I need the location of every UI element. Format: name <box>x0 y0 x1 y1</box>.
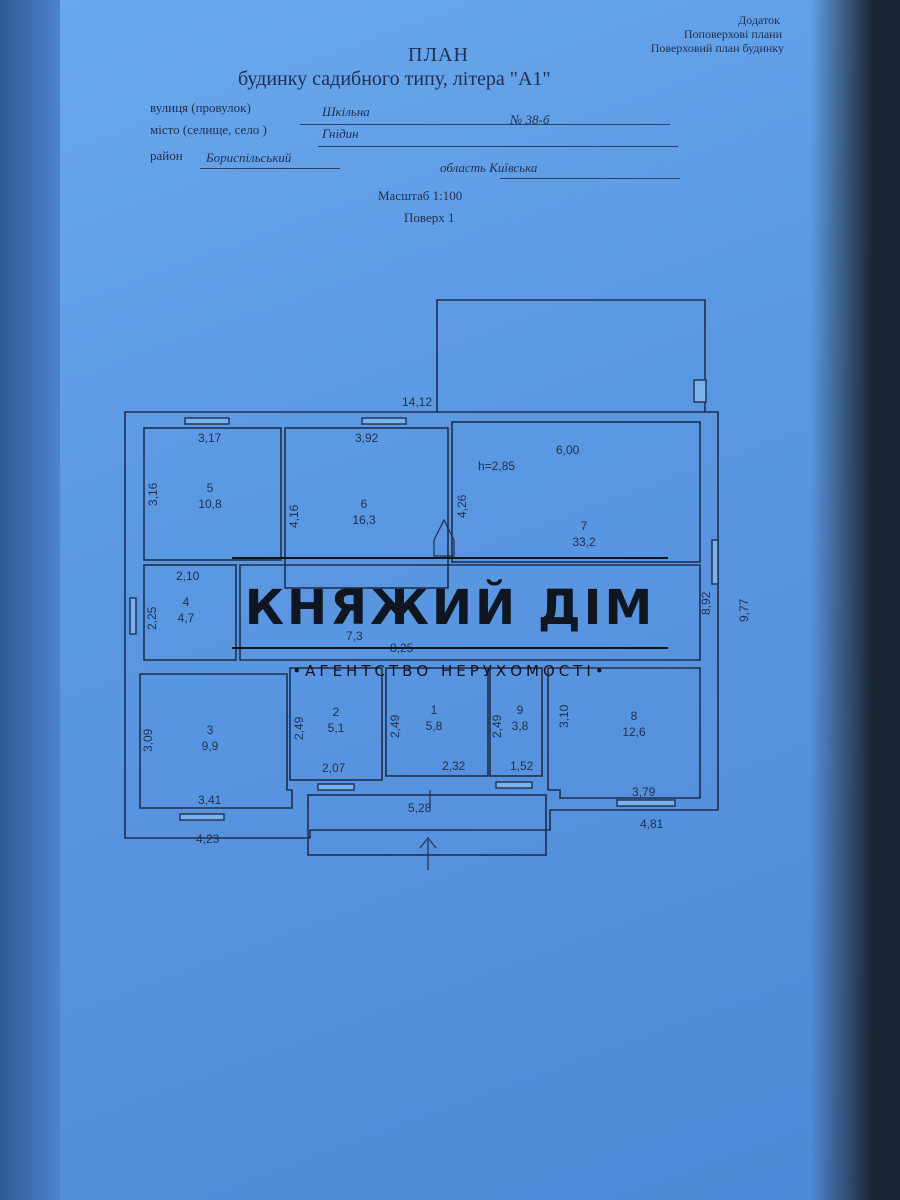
room-5-number: 5 <box>207 481 214 495</box>
region-underline <box>500 178 680 179</box>
room-2-area: 5,1 <box>328 721 345 735</box>
watermark-tagline: •АГЕНТСТВО НЕРУХОМОСТІ• <box>292 662 608 680</box>
dim-r4-top: 2,10 <box>176 569 200 583</box>
dim-r6-top: 3,92 <box>355 431 379 445</box>
room-6-number: 6 <box>361 497 368 511</box>
street-underline <box>300 124 670 125</box>
dim-r8-side: 3,10 <box>557 704 571 728</box>
watermark-brand: КНЯЖИЙ ДІМ <box>244 580 656 636</box>
room-3-number: 3 <box>207 723 214 737</box>
door-markers <box>419 518 455 870</box>
appendix-line-2: Поповерхові плани <box>683 27 782 41</box>
region-value: область Київська <box>440 160 538 175</box>
dim-top-total: 14,12 <box>402 395 432 409</box>
dim-r4-side: 2,25 <box>145 606 159 630</box>
appendix-line-3: Поверховий план будинку <box>650 41 784 55</box>
dim-r1-side: 2,49 <box>388 714 402 738</box>
room-8-area: 12,6 <box>622 725 646 739</box>
room-9-area: 3,8 <box>512 719 529 733</box>
watermark-rules <box>232 557 668 649</box>
dim-r7-top: 6,00 <box>556 443 580 457</box>
room-4-area: 4,7 <box>178 611 195 625</box>
dim-porch-width: 5,28 <box>408 801 432 815</box>
windows <box>129 379 719 821</box>
room-7-area: 33,2 <box>572 535 596 549</box>
district-value: Бориспільський <box>206 150 292 165</box>
dim-r9-bottom: 1,52 <box>510 759 534 773</box>
dim-r6-side: 4,16 <box>287 504 301 528</box>
page-title: ПЛАН <box>408 44 469 66</box>
dim-right-bottom: 4,81 <box>640 817 664 831</box>
room-8-number: 8 <box>631 709 638 723</box>
appendix-line-1: Додаток <box>738 13 780 27</box>
dim-r2-bottom: 2,07 <box>322 761 346 775</box>
room-3-area: 9,9 <box>202 739 219 753</box>
dim-r5-side: 3,16 <box>146 482 160 506</box>
dim-r8-bottom: 3,79 <box>632 785 656 799</box>
city-value: Гнідин <box>322 126 359 141</box>
room-1-number: 1 <box>431 703 438 717</box>
plan-walls <box>124 299 719 856</box>
room-9-number: 9 <box>517 703 524 717</box>
dim-r7-height: h=2,85 <box>478 459 515 473</box>
city-underline <box>318 146 678 147</box>
dim-r8-right: 8,92 <box>699 591 713 615</box>
district-underline <box>200 168 340 169</box>
street-label: вулиця (провулок) <box>150 100 251 115</box>
district-label: район <box>150 148 183 163</box>
house-number: № 38-б <box>510 112 550 127</box>
dim-r5-top: 3,17 <box>198 431 222 445</box>
room-2-number: 2 <box>333 705 340 719</box>
dim-r9-side: 2,49 <box>490 714 504 738</box>
room-5-area: 10,8 <box>198 497 222 511</box>
room-labels: 5 10,8 6 16,3 7 33,2 4 4,7 3 9,9 2 5,1 1… <box>178 481 646 753</box>
city-label: місто (селище, село ) <box>150 122 267 137</box>
scale-text: Масштаб 1:100 <box>378 188 463 203</box>
dim-r2-side: 2,49 <box>292 716 306 740</box>
page-subtitle: будинку садибного типу, літера "А1" <box>238 68 551 90</box>
dim-r3-bottom: 3,41 <box>198 793 222 807</box>
dim-r7-side: 4,26 <box>455 494 469 518</box>
room-6-area: 16,3 <box>352 513 376 527</box>
dim-left-bottom: 4,23 <box>196 832 220 846</box>
room-4-number: 4 <box>183 595 190 609</box>
dim-r1-bottom: 2,32 <box>442 759 466 773</box>
floor-text: Поверх 1 <box>404 210 455 225</box>
dim-corridor-a: 7,3 <box>346 629 363 643</box>
dim-r3-side: 3,09 <box>141 728 155 752</box>
room-1-area: 5,8 <box>426 719 443 733</box>
paper-edge <box>0 0 60 1200</box>
background-shadow <box>810 0 900 1200</box>
dim-outer-right: 9,77 <box>737 598 751 622</box>
room-7-number: 7 <box>581 519 588 533</box>
street-value: Шкільна <box>322 104 370 119</box>
